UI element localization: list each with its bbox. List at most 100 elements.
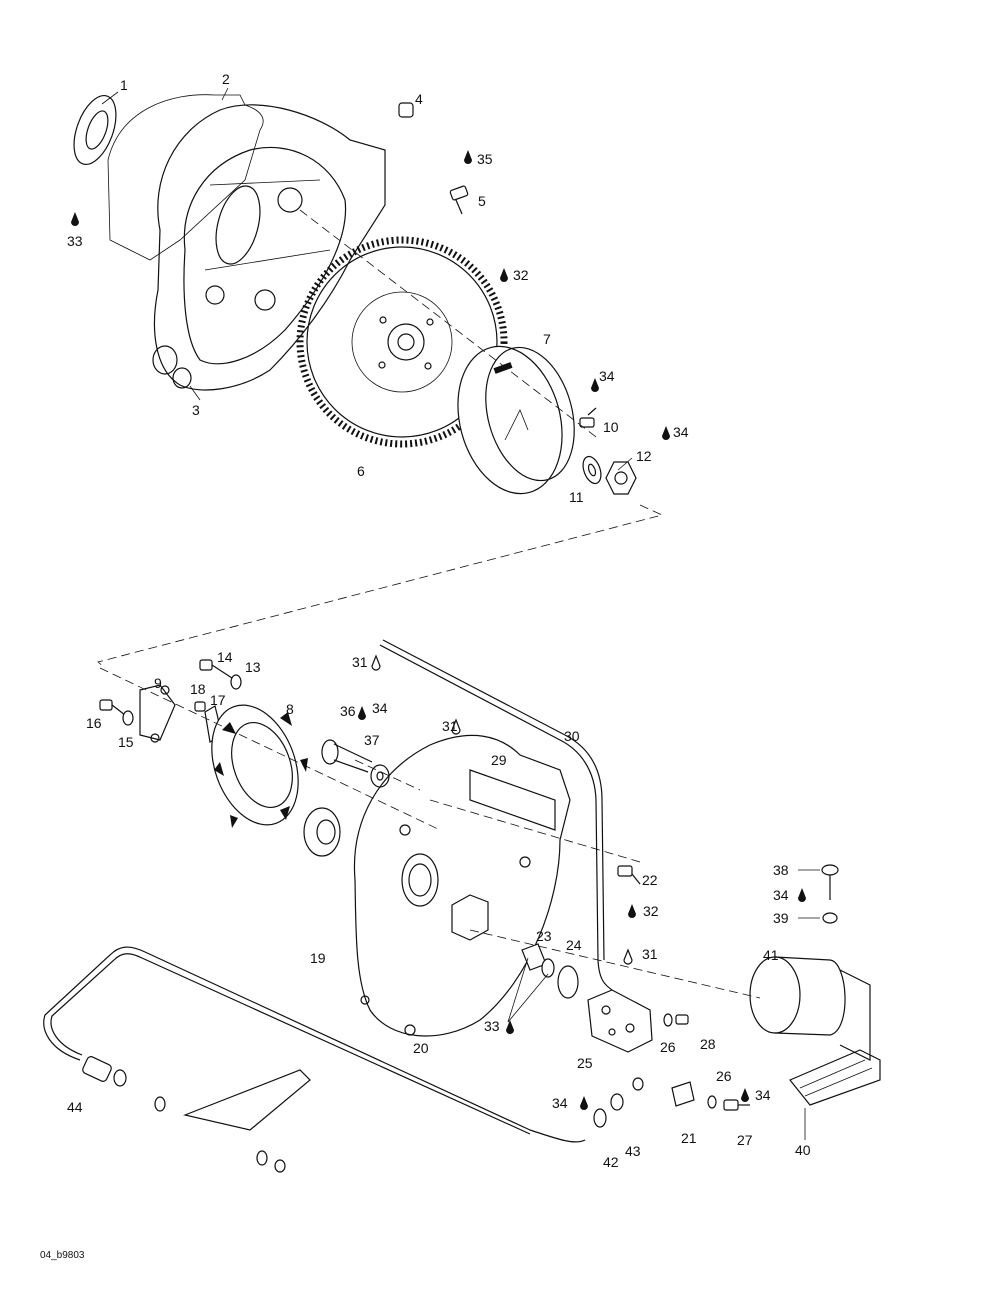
bolt-36 [321, 739, 373, 773]
callout-17: 17 [210, 692, 226, 708]
drawing-reference: 04_b9803 [40, 1250, 85, 1261]
callout-34-a: 34 [599, 368, 615, 384]
wire-30 [379, 639, 613, 991]
callout-32-a: 32 [513, 267, 529, 283]
callout-14: 14 [217, 649, 233, 665]
callout-36: 36 [340, 703, 356, 719]
callout-28: 28 [700, 1036, 716, 1052]
callout-38: 38 [773, 862, 789, 878]
bracket-40 [789, 1049, 881, 1106]
nut-12 [605, 461, 637, 495]
callout-labels: 1 2 3 4 5 6 7 10 11 12 33 35 32 34 34 14… [67, 71, 811, 1170]
callout-1: 1 [120, 77, 128, 93]
callout-31-a: 31 [352, 654, 368, 670]
callout-16: 16 [86, 715, 102, 731]
washer-26-upper [663, 1013, 673, 1027]
plug-23 [521, 943, 555, 978]
washer-15 [122, 710, 134, 726]
callout-23: 23 [536, 928, 552, 944]
callout-9: 9 [154, 675, 162, 691]
lubricant-drop-icons [71, 150, 806, 1110]
bolt-38 [821, 864, 839, 900]
callout-25: 25 [577, 1055, 593, 1071]
leader-lines [101, 87, 820, 1140]
cover-19 [353, 734, 571, 1037]
callout-35: 35 [477, 151, 493, 167]
pickup-coil-9 [139, 684, 176, 743]
callout-41: 41 [763, 947, 779, 963]
callout-15: 15 [118, 734, 134, 750]
callout-13: 13 [245, 659, 261, 675]
screw-14 [199, 659, 233, 679]
engine-housing-3 [152, 104, 386, 391]
callout-8: 8 [286, 701, 294, 717]
callout-33-b: 33 [484, 1018, 500, 1034]
terminal-42 [593, 1108, 607, 1128]
callout-6: 6 [357, 463, 365, 479]
screw-16 [99, 699, 126, 716]
nut-43 [610, 1077, 644, 1111]
ring-gear-6 [296, 236, 508, 448]
bracket-21 [671, 1081, 695, 1107]
starter-41 [749, 956, 871, 1061]
callout-39: 39 [773, 910, 789, 926]
callout-44: 44 [67, 1099, 83, 1115]
callout-12: 12 [636, 448, 652, 464]
washer-13 [230, 674, 242, 690]
callout-34-c: 34 [372, 700, 388, 716]
callout-26-b: 26 [716, 1068, 732, 1084]
callout-31-b: 31 [442, 718, 458, 734]
callout-24: 24 [566, 937, 582, 953]
callout-20: 20 [413, 1040, 429, 1056]
cable-44 [43, 946, 586, 1173]
callout-21: 21 [681, 1130, 697, 1146]
o-ring-24 [557, 965, 579, 999]
screw-28 [675, 1014, 689, 1025]
alignment-line-upper [97, 504, 664, 669]
washer-26-lower [707, 1095, 717, 1109]
callout-2: 2 [222, 71, 230, 87]
callout-34-e: 34 [552, 1095, 568, 1111]
callout-43: 43 [625, 1143, 641, 1159]
gasket-2 [107, 94, 264, 261]
callout-7: 7 [543, 331, 551, 347]
callout-42: 42 [603, 1154, 619, 1170]
magneto-flywheel-7 [457, 345, 575, 495]
callout-37: 37 [364, 732, 380, 748]
callout-30: 30 [564, 728, 580, 744]
callout-5: 5 [478, 193, 486, 209]
screw-18 [194, 701, 206, 712]
rotor-hub [303, 807, 341, 857]
callout-26-a: 26 [660, 1039, 676, 1055]
callout-33-a: 33 [67, 233, 83, 249]
callout-32-b: 32 [643, 903, 659, 919]
screw-22 [617, 865, 641, 885]
callout-4: 4 [415, 91, 423, 107]
cap-4 [398, 102, 414, 118]
callout-19: 19 [310, 950, 326, 966]
washer-39 [822, 912, 838, 924]
oil-seal-1 [73, 95, 117, 165]
callout-18: 18 [190, 681, 206, 697]
lower-dashed-lines [99, 667, 761, 999]
solenoid-25 [587, 989, 653, 1053]
callout-34-f: 34 [773, 887, 789, 903]
callout-29: 29 [491, 752, 507, 768]
callout-31-c: 31 [642, 946, 658, 962]
screw-27 [723, 1099, 750, 1111]
callout-34-d: 34 [755, 1087, 771, 1103]
stator-8 [211, 704, 308, 828]
callout-40: 40 [795, 1142, 811, 1158]
callout-11: 11 [569, 489, 584, 505]
callout-27: 27 [737, 1132, 753, 1148]
washer-11 [582, 455, 602, 485]
callout-22: 22 [642, 872, 658, 888]
screw-5 [449, 185, 469, 215]
callout-10: 10 [603, 419, 619, 435]
screw-10 [579, 407, 597, 428]
callout-3: 3 [192, 402, 200, 418]
callout-34-b: 34 [673, 424, 689, 440]
axis-line-upper [299, 209, 601, 441]
